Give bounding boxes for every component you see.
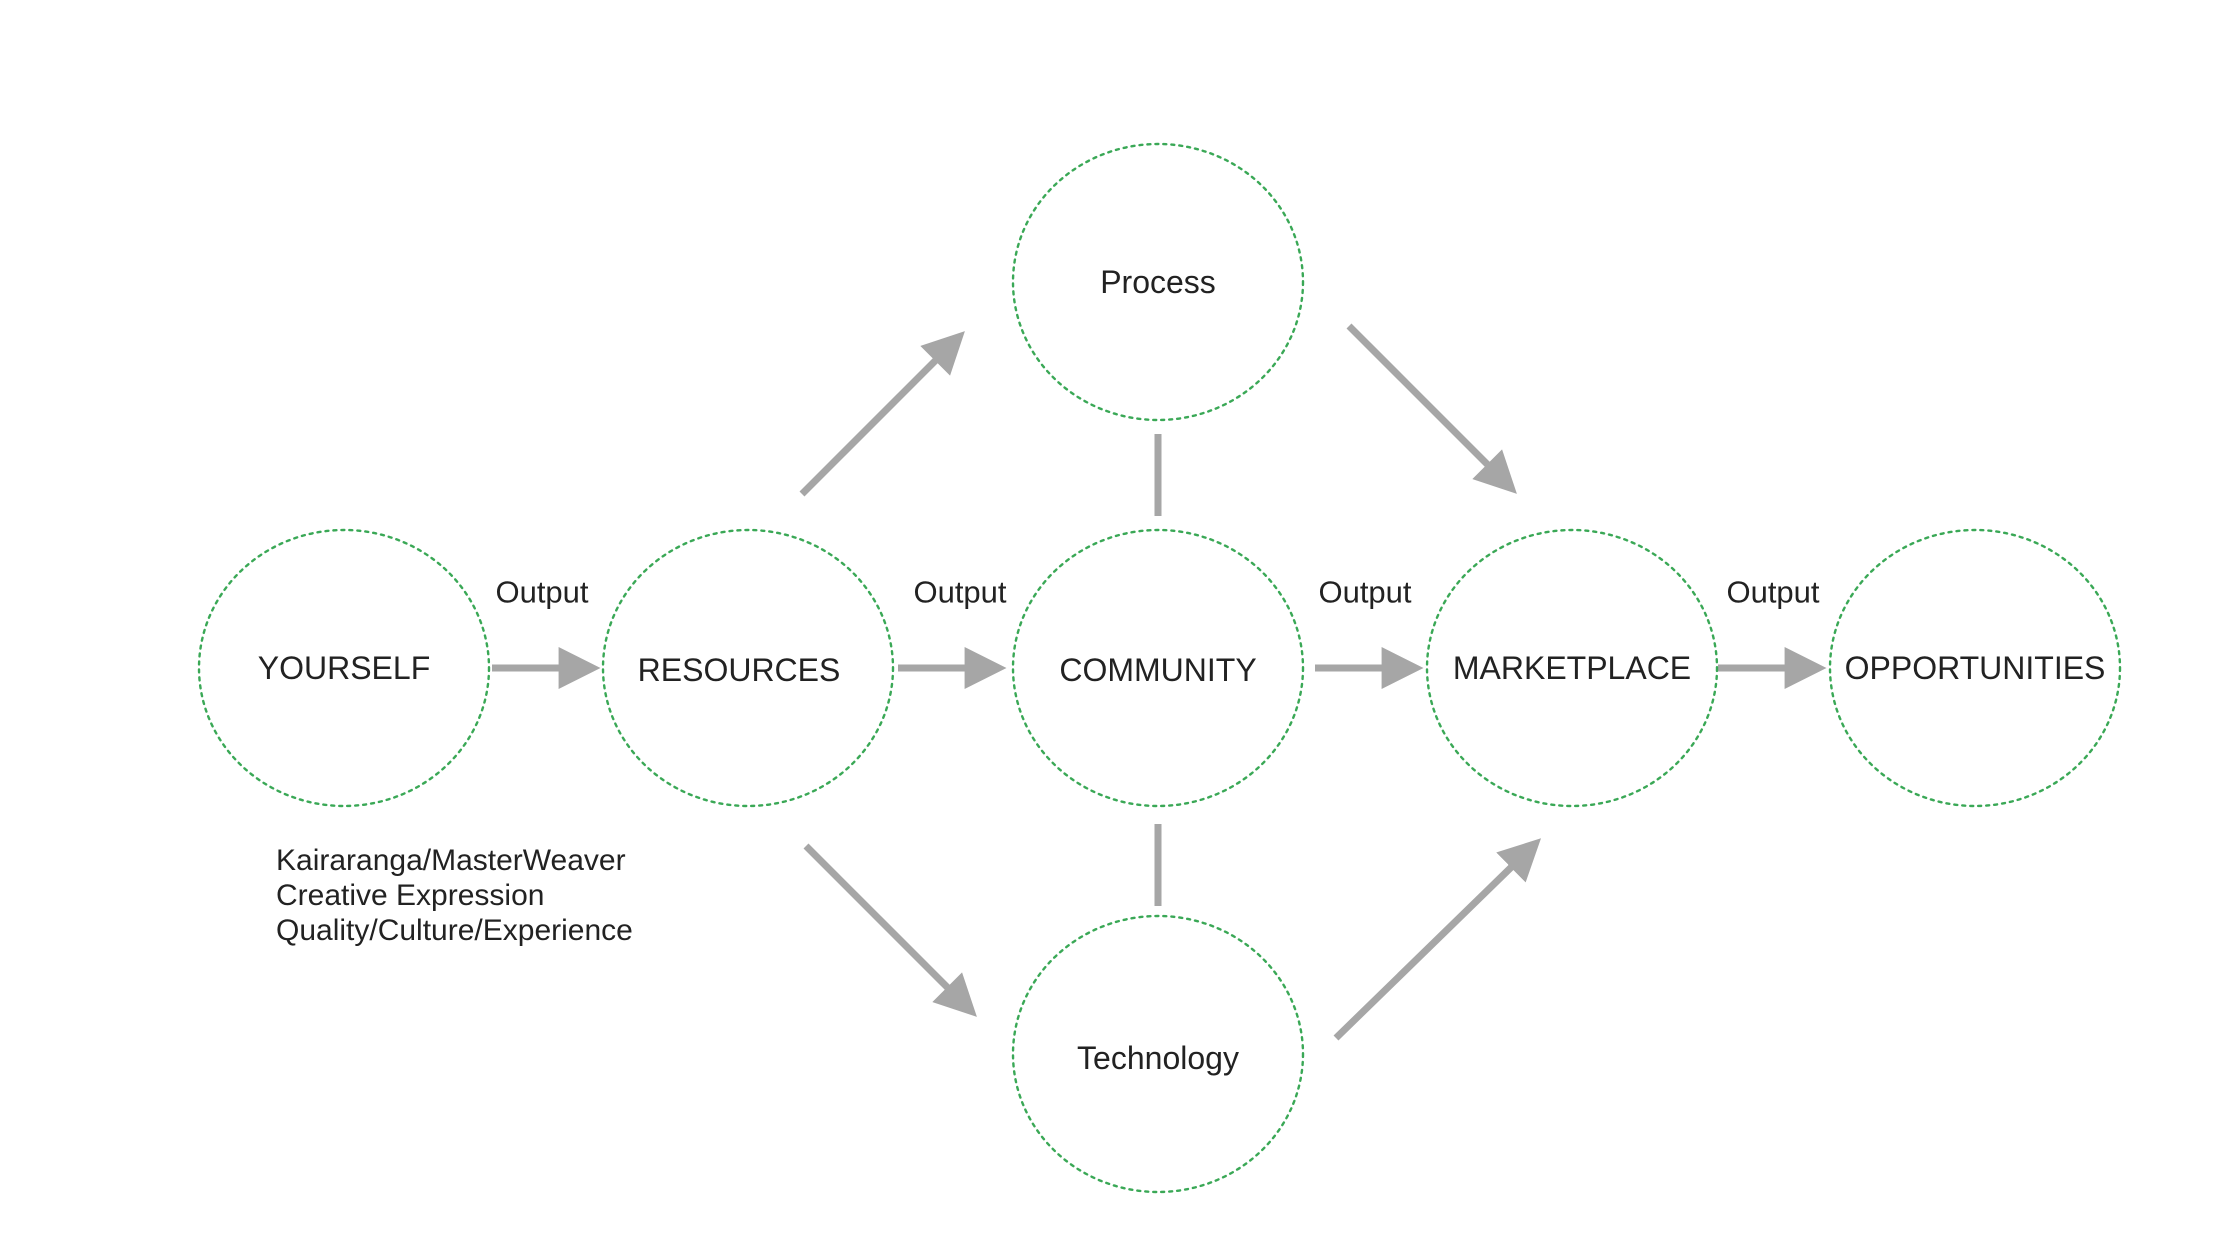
edge-label-marketplace-opportunities: Output — [1726, 575, 1819, 610]
arrow-process-to-marketplace — [1346, 323, 1517, 494]
node-label-community: COMMUNITY — [1059, 652, 1256, 688]
node-label-process: Process — [1100, 264, 1216, 300]
note-line: Kairaranga/MasterWeaver — [276, 844, 626, 877]
node-label-resources: RESOURCES — [638, 652, 841, 688]
connectors — [492, 323, 1827, 1041]
yourself-notes: Kairaranga/MasterWeaver Creative Express… — [276, 843, 633, 948]
note-line: Quality/Culture/Experience — [276, 914, 633, 947]
node-label-technology: Technology — [1077, 1040, 1239, 1076]
node-technology: Technology — [1011, 914, 1305, 1194]
node-circle-marketplace — [1425, 528, 1719, 808]
node-circle-opportunities — [1828, 528, 2122, 808]
edge-label-community-marketplace: Output — [1318, 575, 1411, 610]
node-circle-yourself — [197, 528, 491, 808]
node-opportunities: OPPORTUNITIES — [1828, 528, 2122, 808]
edge-label-yourself-resources: Output — [495, 575, 588, 610]
node-marketplace: MARKETPLACE — [1425, 528, 1719, 808]
node-circle-process — [1011, 142, 1305, 422]
node-label-yourself: YOURSELF — [258, 650, 430, 686]
edge-label-resources-community: Output — [913, 575, 1006, 610]
arrow-technology-to-marketplace — [1333, 838, 1542, 1041]
node-yourself: YOURSELF — [197, 528, 491, 808]
node-circle-resources — [601, 528, 895, 808]
note-line: Creative Expression — [276, 879, 545, 912]
node-circle-technology — [1011, 914, 1305, 1194]
arrow-resources-to-process — [799, 331, 965, 497]
node-process: Process — [1011, 142, 1305, 422]
node-label-opportunities: OPPORTUNITIES — [1845, 650, 2106, 686]
node-circle-community — [1011, 528, 1305, 808]
node-label-marketplace: MARKETPLACE — [1453, 650, 1691, 686]
node-community: COMMUNITY — [1011, 528, 1305, 808]
arrow-resources-to-technology — [803, 843, 977, 1017]
node-resources: RESOURCES — [601, 528, 895, 808]
